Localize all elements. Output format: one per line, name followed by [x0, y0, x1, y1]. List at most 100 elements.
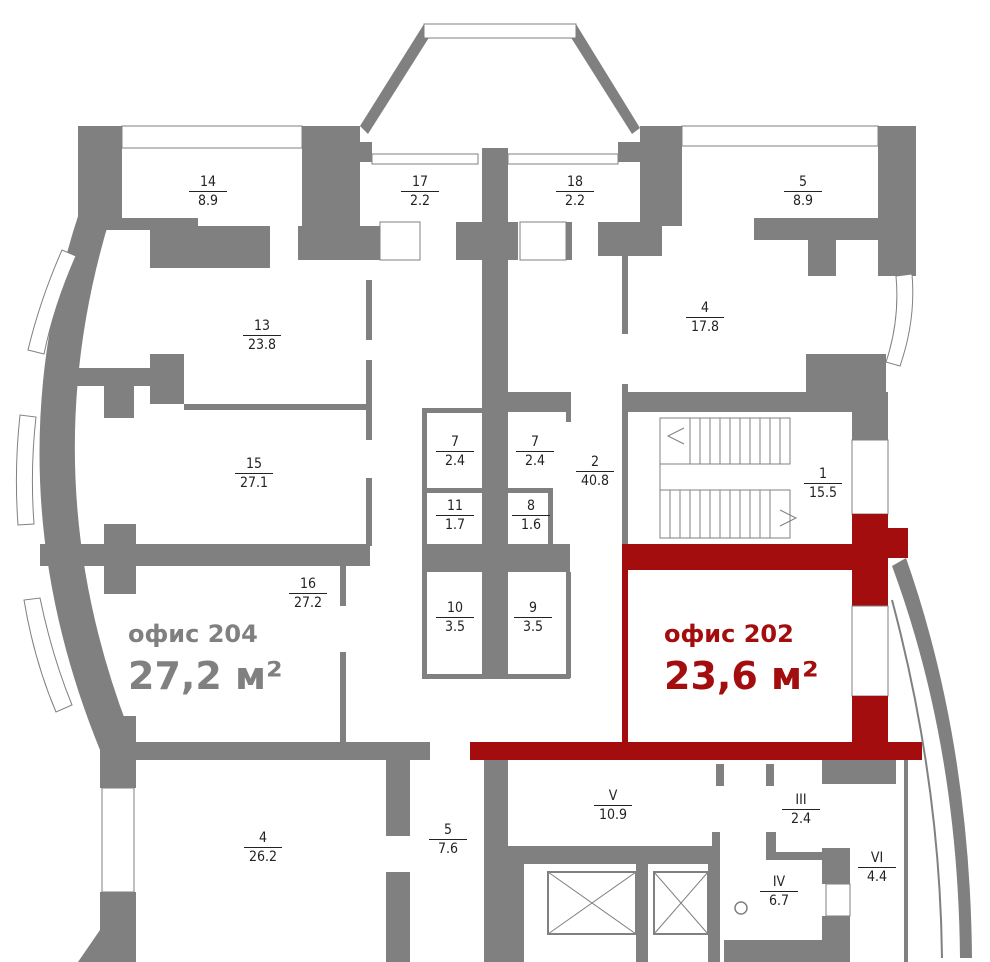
office-202-title: офис 202 — [664, 620, 794, 648]
bay-wall — [360, 24, 640, 134]
room-area: 15.5 — [808, 485, 838, 501]
room-number: 13 — [243, 318, 281, 336]
east-window-curve — [885, 273, 914, 367]
wall-segment — [456, 222, 518, 260]
wall-segment — [598, 222, 662, 256]
office-202-area: 23,6 м² — [664, 654, 819, 698]
room-number: 14 — [189, 174, 227, 192]
office-204-callout: офис 204 27,2 м² — [128, 620, 283, 698]
room-area: 8.9 — [197, 193, 219, 209]
office-202-column — [852, 514, 888, 606]
room-area: 7.6 — [437, 841, 459, 857]
room-number: 5 — [429, 822, 467, 840]
room-area: 4.4 — [866, 869, 888, 885]
partition — [366, 478, 372, 546]
wall-segment — [100, 742, 430, 760]
room-area: 2.2 — [564, 193, 586, 209]
pipe-circle — [734, 901, 748, 915]
partition — [366, 280, 372, 340]
partition — [422, 408, 484, 413]
partition — [622, 384, 628, 544]
room-number: 2 — [576, 454, 614, 472]
room-number: 15 — [235, 456, 273, 474]
wall-segment — [386, 872, 410, 962]
window-VI — [825, 883, 851, 917]
wall-segment — [822, 916, 850, 962]
elevator-shaft-1 — [547, 871, 637, 935]
partition — [340, 566, 346, 606]
wall-segment — [100, 148, 122, 222]
wall-segment — [104, 524, 136, 594]
room-number: 16 — [289, 576, 327, 594]
room-area: 2.4 — [444, 453, 466, 469]
office-202-column-se — [852, 696, 888, 744]
room-area: 26.2 — [248, 849, 278, 865]
window-14 — [121, 125, 303, 149]
office-202-window — [851, 605, 889, 697]
west-curved-wall — [39, 210, 132, 750]
office-204-area: 27,2 м² — [128, 654, 283, 698]
wall-segment — [754, 218, 878, 240]
east-curved-wall — [892, 558, 972, 958]
shaft-17 — [379, 221, 421, 261]
room-area: 27.2 — [293, 595, 323, 611]
elevator-shaft-2 — [653, 871, 709, 935]
shaft-18 — [519, 221, 567, 261]
wall-segment — [808, 240, 836, 276]
room-number: 7 — [436, 434, 474, 452]
east-curved-line — [891, 599, 943, 959]
wall-segment — [322, 142, 344, 228]
room-number: 4 — [244, 830, 282, 848]
wall-segment — [724, 940, 822, 962]
room-area: 2.2 — [409, 193, 431, 209]
window-5 — [681, 125, 879, 147]
wall-segment — [566, 222, 572, 260]
room-number: 4 — [686, 300, 724, 318]
partition — [422, 674, 570, 679]
partition — [340, 652, 346, 744]
wall-segment — [298, 226, 380, 260]
room-number: 9 — [514, 600, 552, 618]
bay-window — [423, 23, 577, 39]
room-area: 2.4 — [790, 811, 812, 827]
partition — [184, 404, 370, 410]
partition — [366, 360, 372, 440]
west-window-low — [23, 597, 73, 713]
room-area: 3.5 — [522, 619, 544, 635]
wall-segment — [100, 892, 136, 962]
wall-segment — [104, 384, 134, 418]
wall-segment — [622, 392, 852, 412]
room-number: III — [782, 792, 820, 810]
wall-segment — [766, 852, 824, 860]
office-202-column-ne — [886, 528, 908, 558]
west-window-mid — [15, 414, 37, 526]
partition — [622, 256, 628, 334]
wall-segment — [508, 846, 720, 864]
partition — [566, 392, 571, 422]
room-area: 40.8 — [580, 473, 610, 489]
room-area: 27.1 — [239, 475, 269, 491]
wall-segment — [878, 126, 916, 276]
wall-segment — [484, 760, 508, 962]
room-area: 6.7 — [768, 893, 790, 909]
west-window-top — [27, 249, 77, 355]
room-number: 1 — [804, 466, 842, 484]
partition — [422, 488, 484, 493]
office-202-wall-top — [622, 544, 888, 570]
room-area: 1.6 — [520, 517, 542, 533]
wall-segment — [852, 392, 888, 440]
